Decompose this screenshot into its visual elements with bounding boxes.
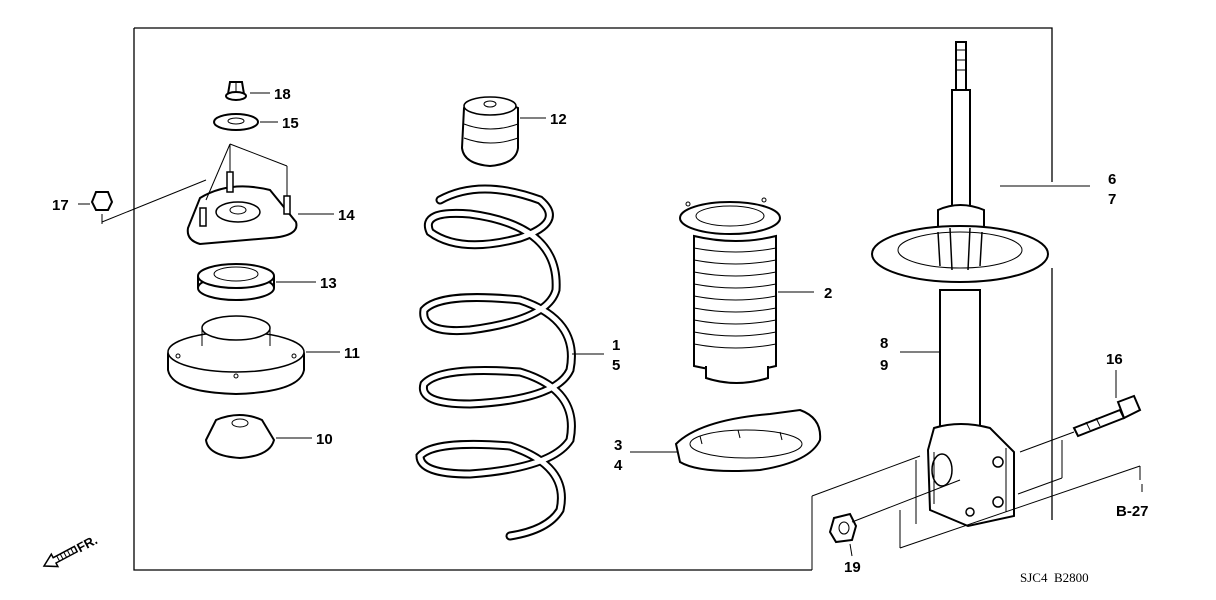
- part-12-bump-stop[interactable]: [460, 96, 519, 168]
- part-14-upper-mount[interactable]: [186, 171, 298, 246]
- part-18-nut[interactable]: [225, 81, 247, 101]
- part-10-spring-seat-rubber[interactable]: [204, 414, 276, 460]
- label-part-5: 5: [612, 357, 620, 374]
- assembly-frame: [133, 27, 1053, 571]
- label-part-17: 17: [52, 197, 69, 214]
- label-part-10: 10: [316, 431, 333, 448]
- reference-label[interactable]: B-27: [1116, 503, 1149, 520]
- label-part-19: 19: [844, 559, 861, 576]
- strut-callout-lines: [900, 185, 1090, 353]
- label-part-15: 15: [282, 115, 299, 132]
- label-part-14: 14: [338, 207, 355, 224]
- label-part-8: 8: [880, 335, 888, 352]
- part-16-bolt[interactable]: [1072, 394, 1142, 438]
- part-13-bearing[interactable]: [197, 263, 275, 301]
- diagram-code: SJC4 B2800: [1020, 570, 1089, 585]
- label-part-2: 2: [824, 285, 832, 302]
- label-part-13: 13: [320, 275, 337, 292]
- label-part-1: 1: [612, 337, 620, 354]
- front-marker-label: FR.: [74, 532, 100, 555]
- label-part-3: 3: [614, 437, 622, 454]
- part-2-dust-boot[interactable]: [679, 197, 781, 384]
- label-part-6: 6: [1108, 171, 1116, 188]
- label-part-16: 16: [1106, 351, 1123, 368]
- mounting-perspective-lines: [811, 431, 1143, 570]
- label-part-11: 11: [344, 345, 360, 362]
- front-direction-arrow: FR.: [42, 532, 100, 568]
- label-part-4: 4: [614, 457, 623, 474]
- label-part-7: 7: [1108, 191, 1116, 208]
- part-15-washer[interactable]: [213, 113, 259, 131]
- label-part-18: 18: [274, 86, 291, 103]
- part-1-5-coil-spring[interactable]: [415, 184, 576, 541]
- part-14-stud-callouts: [101, 143, 288, 224]
- label-part-9: 9: [880, 357, 888, 374]
- part-6-9-strut-assembly[interactable]: [871, 41, 1049, 528]
- part-17-nut[interactable]: [90, 191, 114, 211]
- part-11-spring-mount[interactable]: [167, 315, 305, 396]
- label-part-12: 12: [550, 111, 567, 128]
- part-3-4-spring-seat[interactable]: [674, 408, 822, 472]
- part-19-nut[interactable]: [828, 512, 858, 544]
